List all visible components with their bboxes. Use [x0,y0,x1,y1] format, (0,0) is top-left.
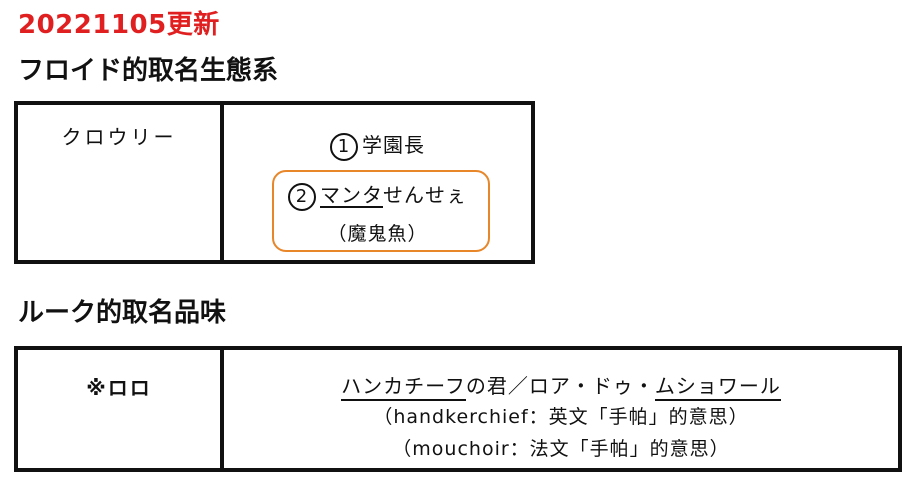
section-heading-rook: ルーク的取名品味 [18,298,227,328]
nickname-part-mouchoir: ムショワール [654,374,781,401]
update-date-label: 20221105更新 [18,10,220,40]
table-cell-character: クロウリー [18,105,224,260]
section-heading-floyd: フロイド的取名生態系 [18,56,279,86]
nickname-part-handkerchief: ハンカチーフ [341,374,466,401]
note-english: （handkerchief：英文「手帕」的意思） [373,406,749,428]
nickname-2-note: （魔鬼魚） [327,223,428,245]
nickname-part-middle: の君／ロア・ドゥ・ [465,374,655,398]
nickname-line: ハンカチーフの君／ロア・ドゥ・ムショワール [224,370,898,401]
table-cell-character: ※ロロ [18,350,224,468]
character-name: クロウリー [61,125,177,149]
table-cell-nicknames: ハンカチーフの君／ロア・ドゥ・ムショワール （handkerchief：英文「手… [224,350,898,468]
circled-number-2: 2 [288,182,316,211]
note-french: （mouchoir：法文「手帕」的意思） [392,438,730,460]
character-name: ※ロロ [86,376,152,400]
circled-number-1: 1 [330,132,358,161]
nickname-2-underlined: マンタ [320,183,383,207]
nickname-2-rest: せんせぇ [383,183,467,207]
rook-naming-table: ※ロロ ハンカチーフの君／ロア・ドゥ・ムショワール （handkerchief：… [14,346,902,472]
highlight-box [272,170,490,252]
nickname-1-text: 学園長 [362,133,425,157]
